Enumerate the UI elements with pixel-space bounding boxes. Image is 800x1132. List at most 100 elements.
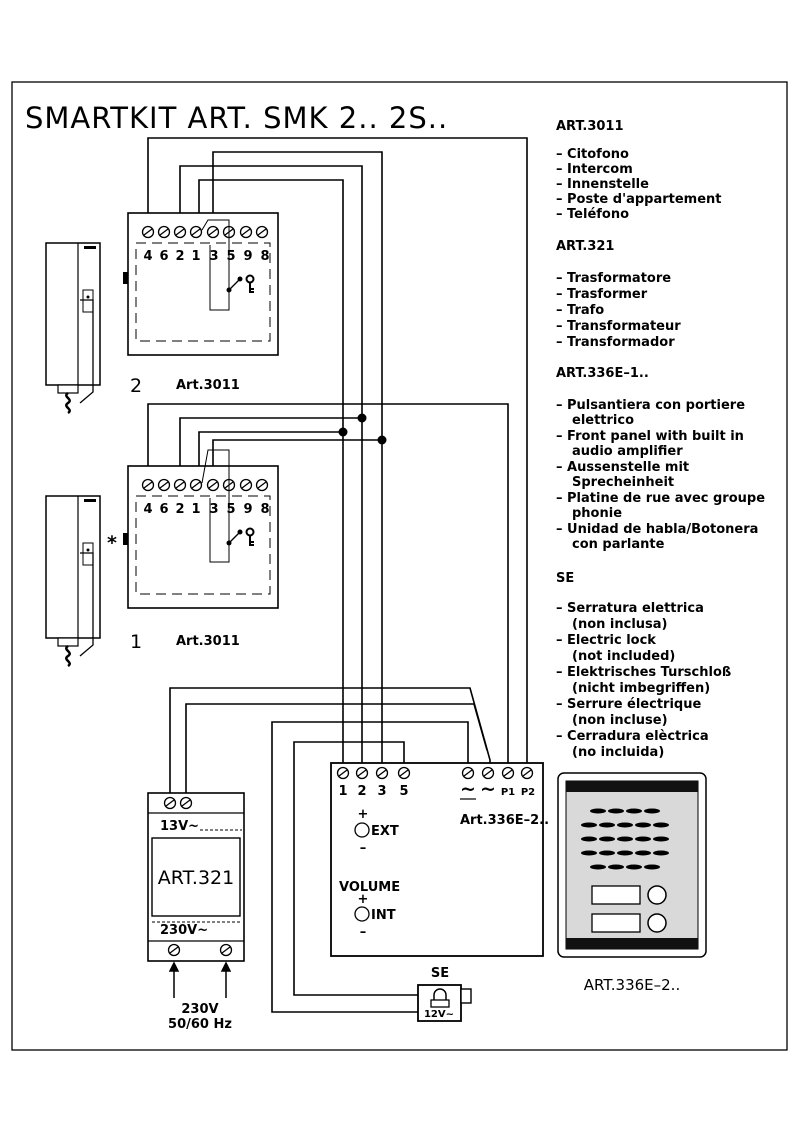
terminal-label: 3 [209,249,218,264]
legend-item: – Transformador [556,335,675,350]
junction-dot [357,413,367,423]
wire-2-int2 [179,165,363,770]
terminal-label: 3 [209,502,218,517]
padlock-icon [430,988,450,1008]
junction-dot [338,427,348,437]
legend-heading-art3011: ART.3011 [556,119,624,134]
electric-lock: SE 12V~ [417,966,472,1022]
asterisk-mark: * [107,532,117,554]
terminal-label: 5 [226,502,235,517]
terminal-label: 8 [260,502,269,517]
terminal-label: 4 [143,249,152,264]
call-button[interactable] [647,885,667,905]
legend-item: – Intercom [556,162,633,177]
legend-line: – Electric lock [556,633,656,648]
legend-heading-art336: ART.336E–1.. [556,366,649,381]
legend-line: (non inclusa) [572,617,668,632]
transformer: 13V~ ART.321 230V~ 230V 50/60 Hz [147,792,245,1032]
transformer-model: ART.321 [158,867,234,889]
wire-ac-b [185,703,488,800]
ext-label: EXT [371,824,399,839]
intercom-2: 4 6 2 1 3 5 9 8 2 Art.3011 [45,212,279,415]
legend-heading-se: SE [556,571,574,586]
supply-arrows [168,961,232,998]
terminal-label: 8 [260,249,269,264]
legend-line: – Pulsantiera con portiere [556,398,745,413]
legend-line: – Front panel with built in [556,429,744,444]
handset-icon [45,495,101,668]
terminal-label: 6 [159,249,168,264]
intercom-model-label: Art.3011 [176,634,240,649]
legend: ART.3011 – Citofono – Intercom – Innenst… [556,119,765,760]
legend-line: – Serratura elettrica [556,601,704,616]
legend-line: – Elektrisches Turschloß [556,665,731,680]
legend-item: – Trasformatore [556,271,671,286]
terminal-label: 2 [357,784,366,799]
terminal-label: 9 [243,502,252,517]
diagram-title: SMARTKIT ART. SMK 2.. 2S.. [25,101,448,135]
legend-heading-art321: ART.321 [556,239,614,254]
name-card [591,885,641,905]
sheet-border [11,81,788,1051]
legend-item: – Innenstelle [556,177,649,192]
legend-line: con parlante [572,537,665,552]
speaker-grille [581,808,669,870]
ext-volume-knob[interactable] [354,822,370,838]
transformer-output-label: 13V~ [160,819,199,834]
legend-line: – Platine de rue avec groupe [556,491,765,506]
legend-item: – Transformateur [556,319,681,334]
ext-plus: + [358,807,369,822]
intercom-1: * 4 6 2 1 3 5 9 8 1 Art.3011 [45,449,279,668]
intercom-model-label: Art.3011 [176,378,240,393]
terminal-label: 2 [175,249,184,264]
legend-line: – Aussenstelle mit [556,460,689,475]
name-card [591,913,641,933]
front-panel-label: ART.336E–2.. [584,976,680,994]
amplifier-model: Art.336E–2.. [460,813,549,828]
wire-lock-a [293,741,420,996]
legend-line: (not included) [572,649,675,664]
int-plus: + [358,892,369,907]
terminal-label: 1 [338,784,347,799]
ac-symbol: ~ [480,778,496,800]
wire-2-int1 [179,417,362,482]
volume-label: VOLUME [339,880,400,895]
legend-line: (no incluida) [572,745,664,760]
terminal-label: 1 [191,249,200,264]
front-panel: ART.336E–2.. [557,772,707,994]
legend-line: phonie [572,506,622,521]
ext-minus: – [360,841,367,856]
legend-item: – Trafo [556,303,604,318]
terminal-label: 1 [191,502,200,517]
int-minus: – [360,925,367,940]
lock-key-icon [226,274,255,293]
legend-line: (non incluse) [572,713,668,728]
terminal-label: P1 [501,787,515,798]
lock-voltage: 12V~ [424,1009,454,1020]
int-label: INT [371,908,396,923]
terminal-label: 5 [399,784,408,799]
amplifier-unit: 1 2 3 5 ~ ~ P1 P2 + EXT – Art.336E–2.. V… [330,762,549,957]
lock-key-icon [226,527,255,546]
intercom-number: 1 [130,631,142,653]
wire-1-int2 [198,179,344,770]
supply-voltage: 230V [181,1002,218,1017]
terminal-label: 3 [377,784,386,799]
terminal-label: 9 [243,249,252,264]
legend-line: – Cerradura elèctrica [556,729,709,744]
wire-3-int2 [212,151,383,770]
handset-icon [45,242,101,415]
supply-frequency: 50/60 Hz [168,1017,232,1032]
terminal-label: 2 [175,502,184,517]
terminal-label: 5 [226,249,235,264]
wire-p2 [147,137,528,770]
lock-label: SE [431,966,449,981]
call-button[interactable] [647,913,667,933]
legend-line: – Serrure électrique [556,697,701,712]
terminal-label: 6 [159,502,168,517]
int-volume-knob[interactable] [354,906,370,922]
legend-item: – Poste d'appartement [556,192,722,207]
transformer-input-label: 230V~ [160,923,208,938]
junction-dot [377,435,387,445]
